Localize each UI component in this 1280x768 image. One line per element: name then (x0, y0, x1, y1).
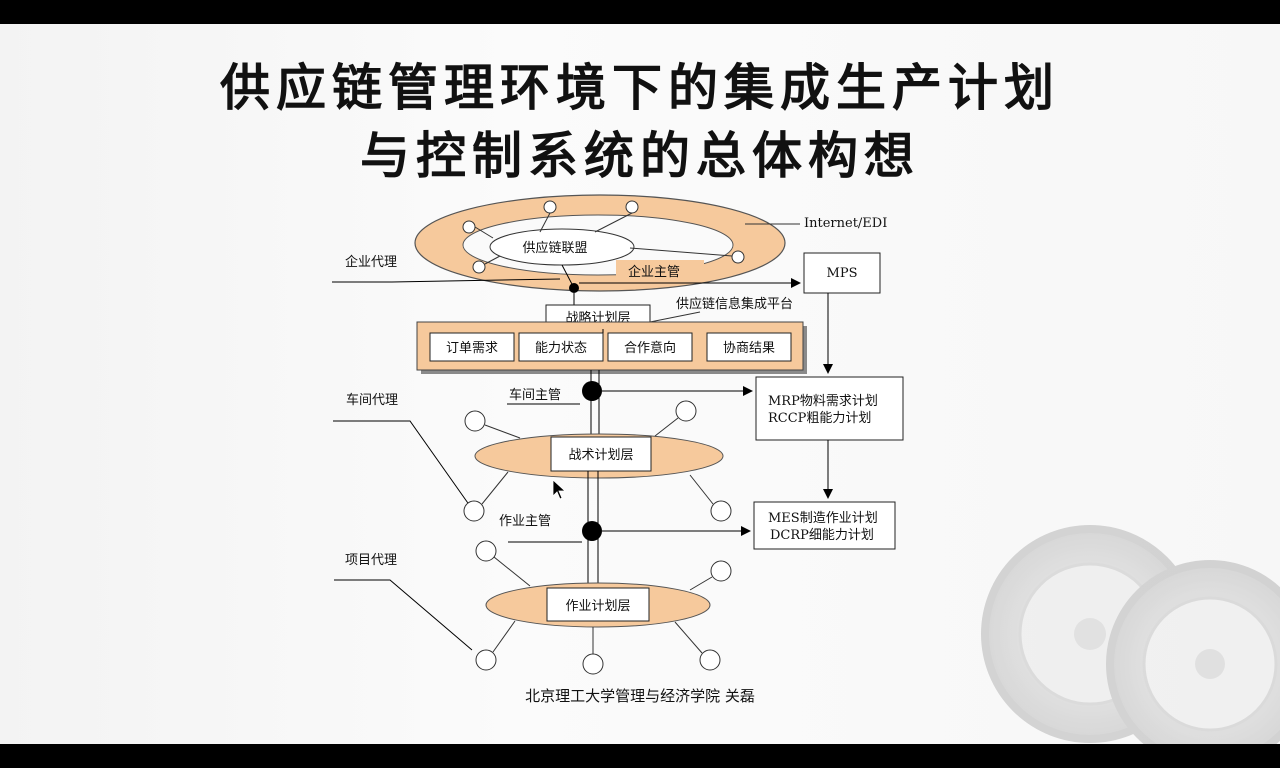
slide-title-line1: 供应链管理环境下的集成生产计划 (220, 58, 1060, 117)
mrp-label-line1: MRP物料需求计划 (768, 394, 878, 409)
info-boxes: 订单需求 能力状态 合作意向 协商结果 (429, 332, 792, 362)
enterprise-manager-band (616, 260, 704, 280)
operation-nodes (475, 540, 732, 675)
tactical-node-links (481, 417, 714, 505)
operation-junction (582, 521, 602, 541)
mes-box (753, 501, 896, 550)
mps-box (803, 252, 881, 294)
operation-manager-label: 作业主管 (499, 514, 551, 529)
operation-layer-label: 作业计划层 (565, 599, 630, 614)
mes-label-line2: DCRP细能力计划 (770, 528, 874, 543)
enterprise-manager-label: 企业主管 (628, 264, 680, 280)
info-box-capacity (518, 332, 604, 362)
info-box-cooperation (607, 332, 693, 362)
diagram: 供应链联盟 Internet/EDI 企业主管 企 (332, 194, 1280, 744)
ring-node-links (474, 212, 733, 265)
mrp-label-line2: RCCP粗能力计划 (768, 411, 871, 426)
tactical-layer-label: 战术计划层 (568, 448, 633, 463)
internet-edi-label: Internet/EDI (804, 216, 887, 231)
tactical-nodes (463, 400, 732, 522)
info-box-order-label: 订单需求 (446, 341, 498, 356)
mrp-box (755, 376, 904, 441)
enterprise-junction (569, 283, 579, 293)
workshop-agent-label: 车间代理 (346, 392, 398, 408)
workshop-manager-label: 车间主管 (509, 387, 561, 403)
operation-layer-box (546, 587, 650, 622)
project-agent-label: 项目代理 (345, 553, 397, 568)
mps-label: MPS (827, 266, 858, 281)
info-box-order (429, 332, 515, 362)
mes-label-line1: MES制造作业计划 (768, 511, 878, 526)
letterbox-bottom (0, 744, 1280, 768)
ring-nodes (462, 200, 745, 274)
info-box-negotiation (706, 332, 792, 362)
mouse-cursor-icon (552, 479, 567, 500)
slide-footer: 北京理工大学管理与经济学院 关磊 (525, 687, 755, 705)
letterbox-top (0, 0, 1280, 24)
alliance-label: 供应链联盟 (522, 240, 587, 256)
info-box-negotiation-label: 协商结果 (723, 341, 775, 356)
slide: 供应链管理环境下的集成生产计划 与控制系统的总体构想 (0, 24, 1280, 744)
platform-label: 供应链信息集成平台 (676, 296, 793, 312)
info-box-capacity-label: 能力状态 (535, 341, 587, 356)
slide-title-line2: 与控制系统的总体构想 (360, 126, 920, 185)
enterprise-agent-label: 企业代理 (345, 254, 397, 270)
tactical-layer-box (550, 436, 652, 472)
decorative-wheels (981, 525, 1280, 744)
workshop-junction (582, 381, 602, 401)
operation-node-links (492, 556, 713, 654)
info-box-cooperation-label: 合作意向 (624, 340, 676, 356)
